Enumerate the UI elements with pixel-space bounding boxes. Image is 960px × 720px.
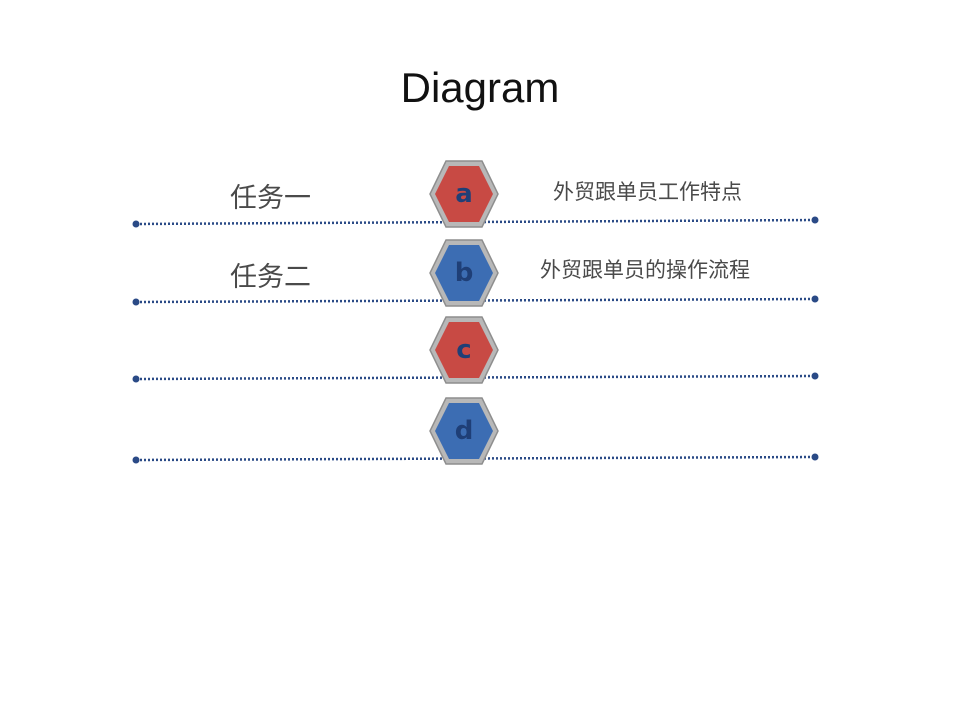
hexagon-b: b [428, 237, 500, 309]
hexagon-letter: c [456, 335, 472, 365]
description-label-2: 外贸跟单员的操作流程 [540, 258, 750, 282]
dotted-line-3 [135, 374, 816, 381]
task-label-2: 任务二 [230, 262, 311, 293]
line-start-dot-3 [132, 375, 140, 383]
page-title: Diagram [400, 64, 560, 111]
dotted-line-4 [135, 455, 816, 462]
hexagon-c: c [428, 314, 500, 386]
dotted-line-2 [135, 297, 816, 304]
hexagon-letter: d [454, 416, 474, 446]
line-start-dot-1 [132, 220, 140, 228]
line-end-dot-2 [811, 295, 819, 303]
dotted-line-1 [135, 218, 816, 226]
line-start-dot-4 [132, 456, 140, 464]
line-end-dot-3 [811, 372, 819, 380]
line-start-dot-2 [132, 298, 140, 306]
hexagon-letter: b [454, 258, 474, 288]
task-label-1: 任务一 [230, 183, 311, 214]
description-label-1: 外贸跟单员工作特点 [553, 180, 742, 204]
line-end-dot-4 [811, 453, 819, 461]
hexagon-a: a [428, 158, 500, 230]
hexagon-letter: a [455, 179, 473, 209]
hexagon-d: d [428, 395, 500, 467]
line-end-dot-1 [811, 216, 819, 224]
